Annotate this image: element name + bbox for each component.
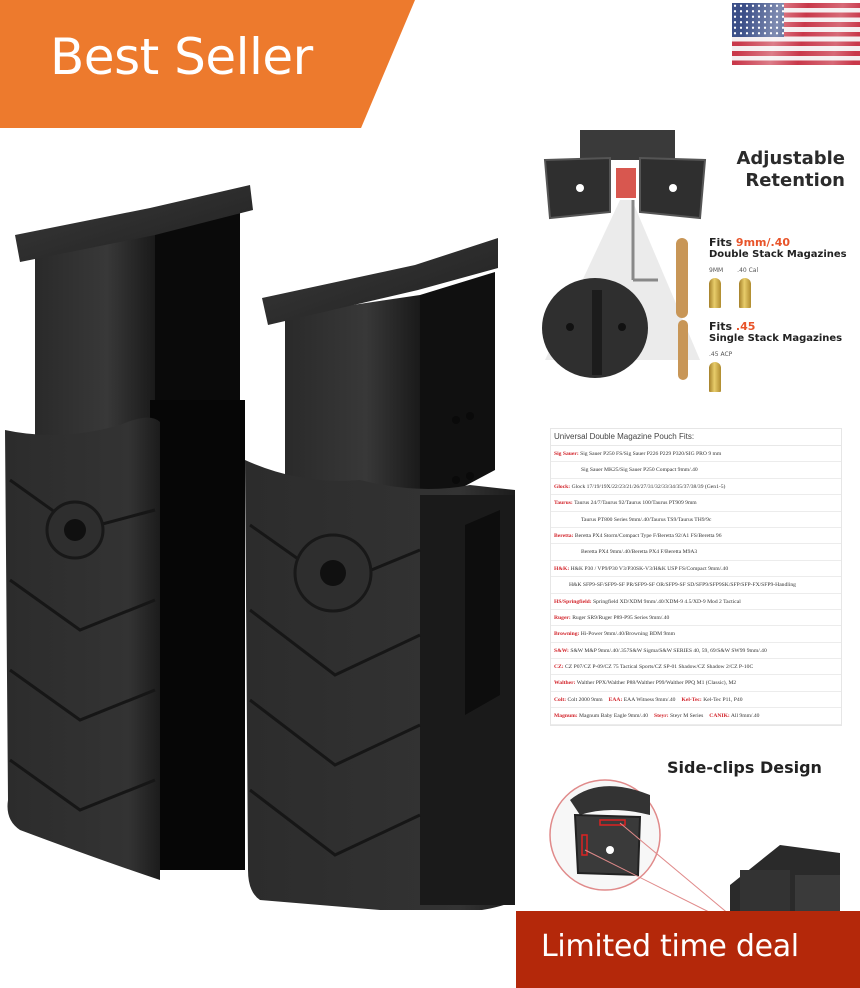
table-row: Browning: Hi-Power 9mm/.40/Browning BDM … xyxy=(551,626,841,643)
table-row: S&W: S&W M&P 9mm/.40/.357S&W Sigma/S&W S… xyxy=(551,643,841,660)
best-seller-badge: Best Seller xyxy=(0,0,415,128)
table-row: Sig Sauer: Sig Sauer P250 FS/Sig Sauer P… xyxy=(551,446,841,463)
bullet-9mm-icon xyxy=(709,278,721,308)
table-row: Taurus PT800 Series 9mm/.40/Taurus TS9/T… xyxy=(551,512,841,528)
table-row: Taurus: Taurus 24/7/Taurus 92/Taurus 100… xyxy=(551,495,841,512)
bullet-40cal-icon xyxy=(739,278,751,308)
table-row: Sig Sauer MK25/Sig Sauer P250 Compact 9m… xyxy=(551,462,841,479)
table-row: CZ: CZ P07/CZ P-09/CZ 75 Tactical Sports… xyxy=(551,659,841,676)
table-row: Walther: Walther PPX/Walther P88/Walther… xyxy=(551,675,841,692)
table-row: Glock: Glock 17/19/19X/22/23/21/26/27/31… xyxy=(551,479,841,496)
product-image-magazine-pouch xyxy=(0,180,530,915)
table-row: Ruger: Ruger SR9/Ruger P89-P95 Series 9m… xyxy=(551,610,841,627)
side-clips-diagram xyxy=(540,775,860,916)
side-clips-title: Side-clips Design xyxy=(667,758,822,777)
us-flag-icon xyxy=(732,3,860,65)
compatibility-title: Universal Double Magazine Pouch Fits: xyxy=(551,429,841,446)
retention-title: Adjustable Retention xyxy=(736,148,845,191)
limited-time-deal-label: Limited time deal xyxy=(541,929,799,964)
table-row: H&K SFP9-SF/SFP9-SF PR/SFP9-SF OR/SFP9-S… xyxy=(551,577,841,594)
table-row: HS/Springfield: Springfield XD/XDM 9mm/.… xyxy=(551,594,841,610)
bullet-45acp-icon xyxy=(709,362,721,392)
caliber-label: 9MM xyxy=(709,267,724,274)
table-row: Beretta PX4 9mm/.40/Beretta PX4 F/Berett… xyxy=(551,544,841,561)
compatibility-table: Universal Double Magazine Pouch Fits: Si… xyxy=(550,428,842,726)
fits-double-stack: Fits 9mm/.40 Double Stack Magazines 9MM … xyxy=(709,236,847,308)
limited-time-deal-badge: Limited time deal xyxy=(516,911,860,988)
retention-diagram xyxy=(540,130,710,390)
best-seller-label: Best Seller xyxy=(50,28,313,86)
fits-single-stack: Fits .45 Single Stack Magazines .45 ACP xyxy=(709,320,842,392)
table-row: Beretta: Beretta PX4 Storm/Compact Type … xyxy=(551,528,841,545)
caliber-label: .45 ACP xyxy=(709,351,733,358)
table-row: H&K: H&K P30 / VP9/P30 V3/P30SK-V3/H&K U… xyxy=(551,561,841,578)
caliber-label: .40 Cal xyxy=(737,267,759,274)
